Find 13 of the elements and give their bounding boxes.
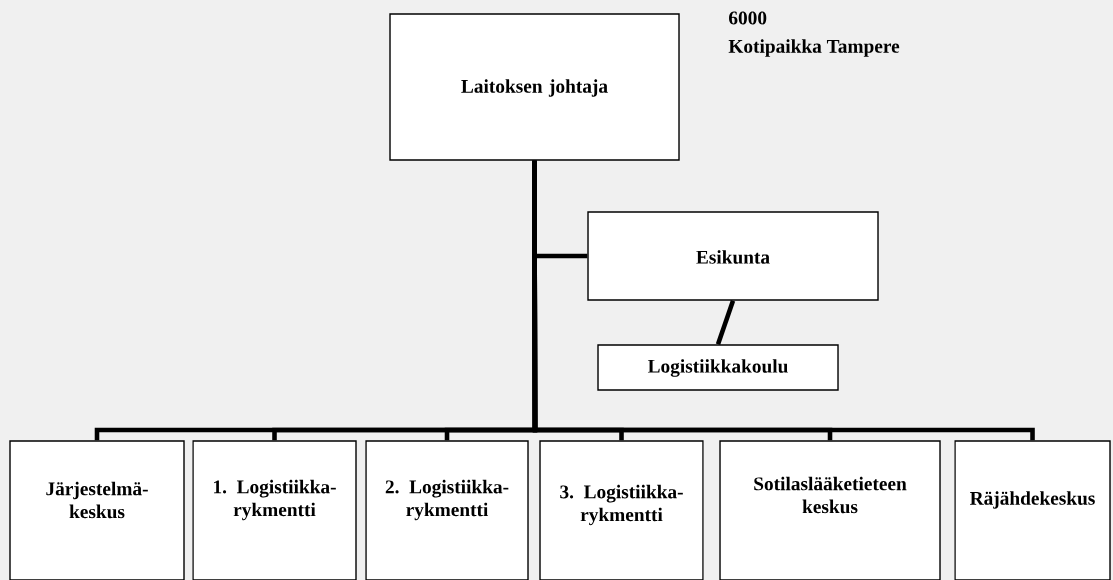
heading-text: Kotipaikka Tampere (728, 39, 900, 57)
heading-text: 6000 (729, 11, 767, 25)
org-box: Räjähdekeskus (954, 440, 1111, 580)
org-box: Logistiikkakoulu (597, 344, 839, 391)
connector-line (532, 160, 1035, 441)
org-box: Laitoksen johtaja (389, 13, 680, 161)
org-box: Sotilaslääketieteen keskus (719, 440, 941, 580)
org-box: Järjestelmä- keskus (9, 440, 185, 580)
org-box: 3. Logistiikka- rykmentti (539, 440, 704, 580)
org-box: Esikunta (587, 211, 879, 301)
org-box: 1. Logistiikka- rykmentti (192, 440, 357, 580)
connector-line (715, 299, 736, 346)
org-box: 2. Logistiikka- rykmentti (365, 440, 529, 580)
